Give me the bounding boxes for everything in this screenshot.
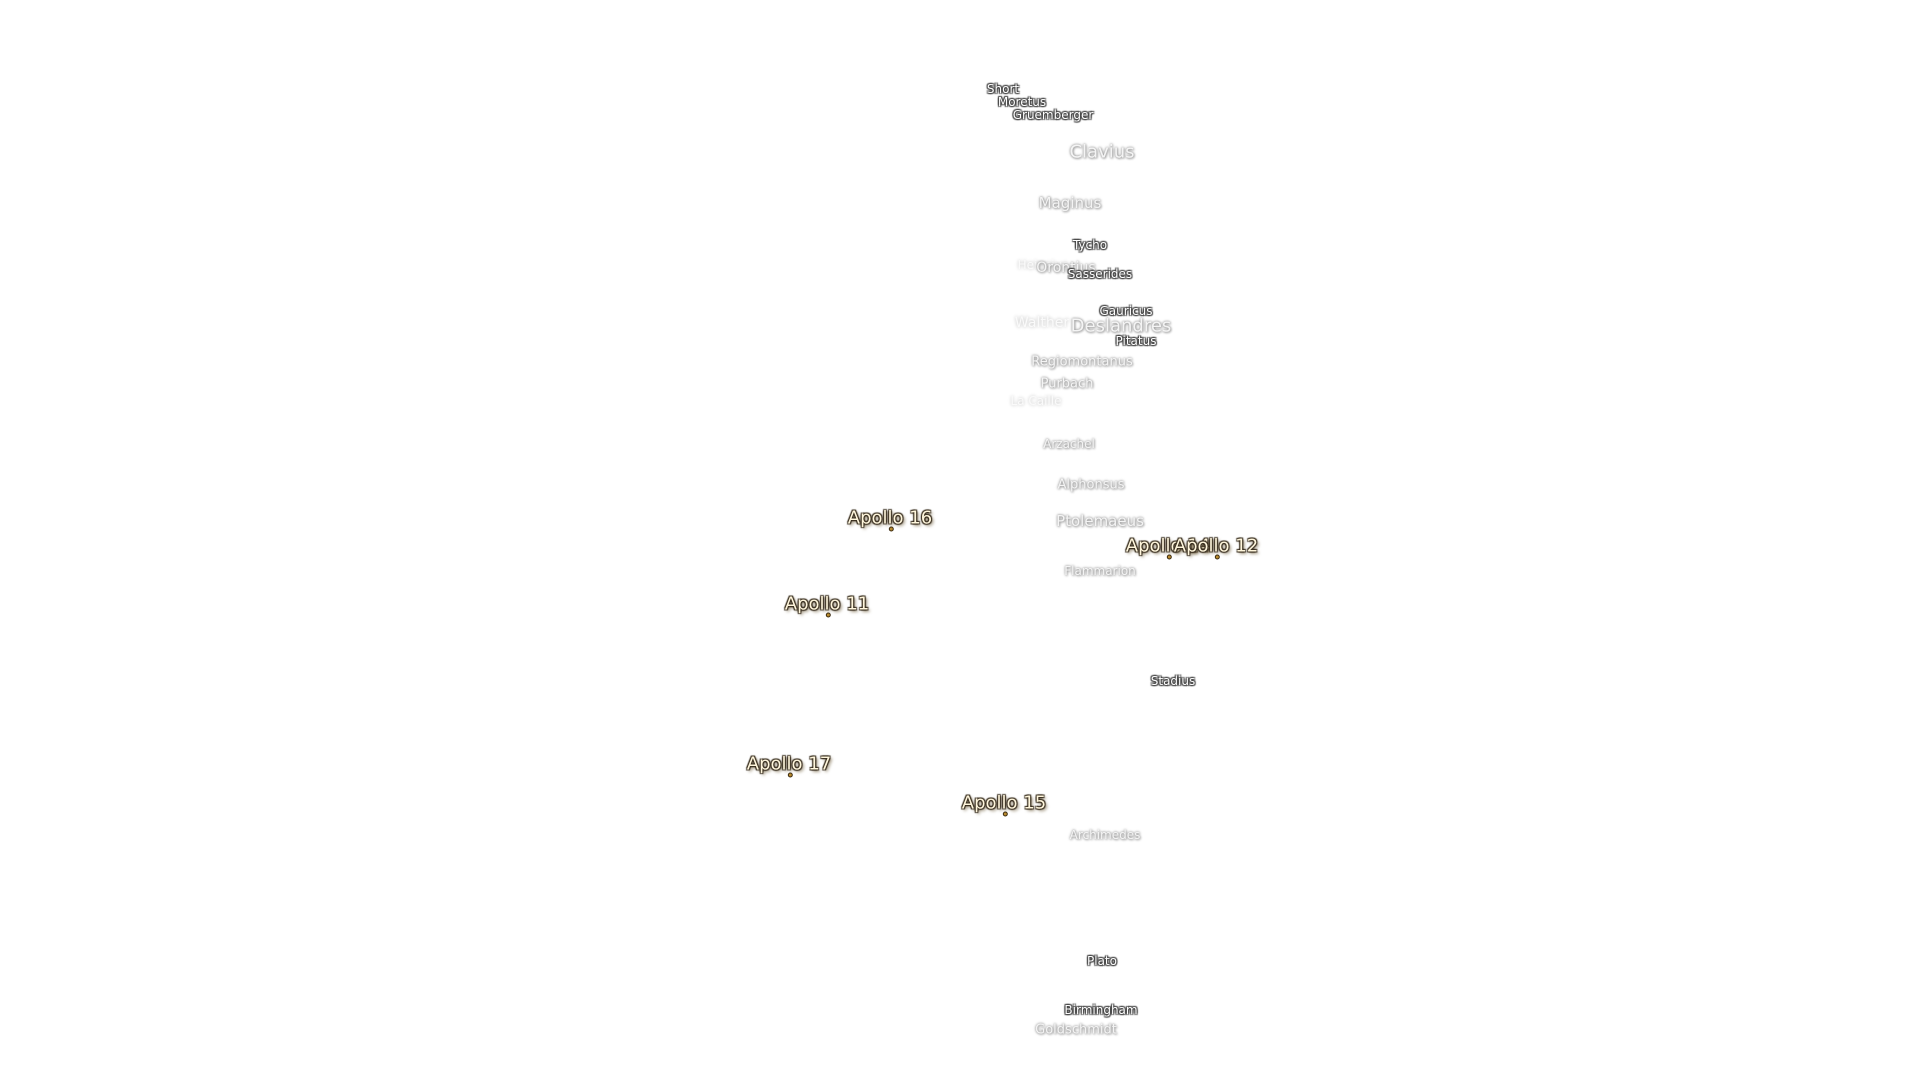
crater-label-gruemberger[interactable]: Gruemberger	[1012, 108, 1094, 122]
crater-label-ptolemaeus[interactable]: Ptolemaeus	[1056, 512, 1144, 530]
crater-label-alphonsus[interactable]: Alphonsus	[1057, 477, 1125, 493]
crater-label-walther[interactable]: Walther	[1014, 315, 1070, 331]
crater-label-archimedes[interactable]: Archimedes	[1069, 828, 1141, 842]
crater-label-birmingham[interactable]: Birmingham	[1064, 1003, 1138, 1017]
landing-marker-icon	[788, 772, 793, 778]
crater-label-maginus[interactable]: Maginus	[1038, 194, 1102, 212]
crater-label-heinsius[interactable]: Heinsius	[1017, 258, 1069, 272]
landing-marker-icon	[1215, 554, 1220, 560]
apollo-label: Apollo 16	[847, 507, 933, 529]
crater-label-plato[interactable]: Plato	[1087, 954, 1117, 968]
apollo-label: Apollo 17	[746, 753, 832, 775]
apollo-label: Apollo 15	[961, 792, 1047, 814]
crater-label-clavius[interactable]: Clavius	[1069, 141, 1135, 163]
crater-label-orontius[interactable]: Orontius	[1036, 260, 1096, 276]
apollo-label: Apollo 11	[784, 593, 870, 615]
apollo-site-15[interactable]: Apollo 15	[961, 792, 1047, 817]
crater-label-regiomontanus[interactable]: Regiomontanus	[1031, 354, 1133, 370]
crater-label-short[interactable]: Short	[986, 82, 1020, 96]
apollo-label: Apollo 14	[1125, 535, 1211, 557]
crater-label-stadius[interactable]: Stadius	[1150, 674, 1196, 688]
crater-label-deslandres[interactable]: Deslandres	[1070, 315, 1172, 337]
apollo-site-12[interactable]: Apollo 12	[1173, 535, 1259, 560]
crater-label-la-caille[interactable]: La Caille	[1010, 394, 1062, 408]
landing-marker-icon	[889, 526, 894, 532]
crater-label-tycho[interactable]: Tycho	[1072, 238, 1108, 252]
landing-marker-icon	[826, 612, 831, 618]
landing-marker-icon	[1167, 554, 1172, 560]
crater-label-pitatus[interactable]: Pitatus	[1115, 334, 1157, 348]
apollo-label: Apollo 12	[1173, 535, 1259, 557]
crater-label-arzachel[interactable]: Arzachel	[1043, 437, 1095, 451]
crater-label-gauricus[interactable]: Gauricus	[1099, 304, 1153, 318]
apollo-site-16[interactable]: Apollo 16	[847, 507, 933, 532]
landing-marker-icon	[1003, 811, 1008, 817]
apollo-site-14[interactable]: Apollo 14	[1125, 535, 1211, 560]
apollo-site-17[interactable]: Apollo 17	[746, 753, 832, 778]
apollo-site-11[interactable]: Apollo 11	[784, 593, 870, 618]
crater-label-purbach[interactable]: Purbach	[1040, 376, 1094, 392]
crater-label-goldschmidt[interactable]: Goldschmidt	[1035, 1022, 1117, 1038]
crater-label-sasserides[interactable]: Sasserides	[1067, 267, 1133, 281]
crater-label-flammarion[interactable]: Flammarion	[1064, 564, 1136, 578]
crater-label-moretus[interactable]: Moretus	[997, 95, 1047, 109]
